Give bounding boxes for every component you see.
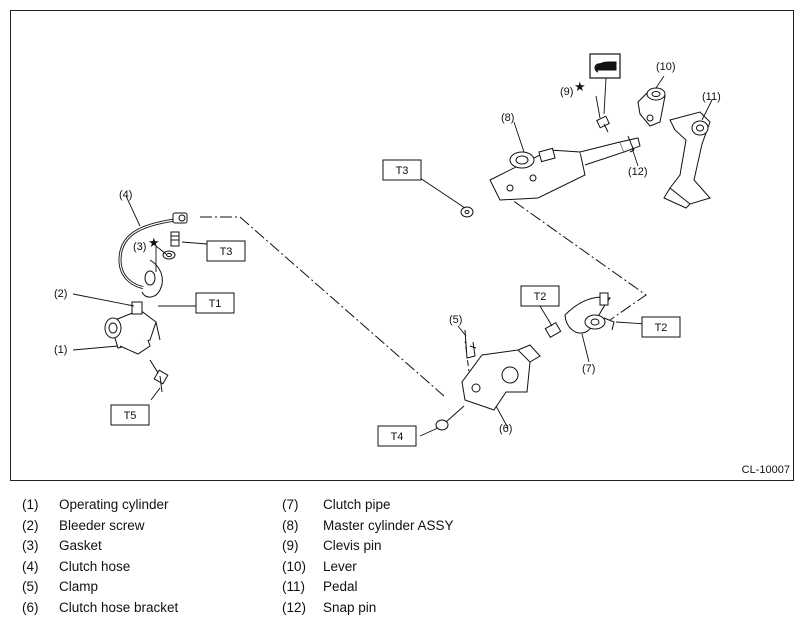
legend-text: Clamp	[59, 579, 99, 595]
legend-number: (6)	[22, 599, 39, 615]
legend-text: Clutch hose bracket	[59, 599, 179, 615]
legend-number: (8)	[282, 517, 299, 533]
hose-routing-line	[200, 216, 445, 397]
clutch-pipe-part	[544, 292, 615, 339]
hose-fitting-part	[141, 259, 163, 298]
callout-3: (3)	[133, 241, 146, 253]
bracket-bolt-part	[435, 405, 465, 431]
leader-lines	[72, 75, 713, 429]
operating-cylinder-part	[104, 301, 161, 355]
callout-10: (10)	[656, 61, 676, 73]
legend-number: (4)	[22, 558, 39, 574]
clevis-pin-part	[596, 115, 610, 133]
star-marker-gasket: ★	[148, 235, 160, 250]
torque-box-t4	[377, 425, 417, 447]
torque-label-t4: T4	[391, 431, 404, 443]
legend-text: Operating cylinder	[59, 497, 169, 512]
torque-box-t3-lower	[206, 240, 246, 262]
torque-label-t5: T5	[124, 410, 137, 422]
exploded-parts-diagram: T3 T3 T1 T5 T4 T2 T2 (4) (3) (2) (1) (5)…	[54, 53, 721, 447]
clutch-hose-bracket-part	[461, 344, 541, 411]
torque-box-t5	[110, 404, 150, 426]
legend-number: (2)	[22, 517, 39, 533]
master-cylinder-part	[489, 137, 641, 201]
callout-1: (1)	[54, 344, 67, 356]
snap-pin-part	[627, 135, 635, 153]
legend-number: (11)	[282, 579, 306, 595]
torque-label-t1: T1	[209, 298, 222, 310]
legend-text: Bleeder screw	[59, 517, 145, 533]
callout-2: (2)	[54, 288, 67, 300]
callout-4: (4)	[119, 189, 132, 201]
legend-text: Lever	[323, 558, 357, 574]
legend-text: Clutch hose	[59, 558, 131, 574]
torque-label-t2-left: T2	[534, 291, 547, 303]
diagram-frame	[10, 10, 794, 481]
legend-text: Clutch pipe	[323, 497, 391, 512]
callout-5: (5)	[449, 314, 462, 326]
callout-8: (8)	[501, 112, 514, 124]
torque-box-t1	[195, 292, 235, 314]
legend-text: Snap pin	[323, 599, 377, 615]
callout-12: (12)	[628, 166, 648, 178]
legend-number: (12)	[282, 599, 307, 615]
cylinder-bolt-part	[149, 359, 169, 393]
lever-part	[637, 87, 666, 127]
master-cylinder-nut-part	[460, 206, 474, 218]
torque-box-t3-upper	[382, 159, 422, 181]
legend-number: (3)	[22, 538, 39, 554]
legend-number: (9)	[282, 538, 299, 554]
callout-11: (11)	[702, 91, 721, 103]
callout-9: (9)	[560, 86, 573, 98]
legend-number: (1)	[22, 497, 39, 512]
legend-text: Master cylinder ASSY	[323, 517, 454, 533]
clamp-part	[464, 329, 477, 359]
torque-label-t2-right: T2	[655, 322, 668, 334]
figure-id: CL-10007	[741, 464, 790, 476]
grease-symbol	[589, 53, 621, 79]
legend-number: (5)	[22, 579, 39, 595]
torque-label-t3-upper: T3	[396, 165, 409, 177]
legend-text: Gasket	[59, 538, 102, 554]
pedal-part	[663, 111, 711, 209]
legend-number: (10)	[282, 558, 307, 574]
gasket-part	[162, 231, 180, 260]
star-marker-clevis-pin: ★	[574, 79, 586, 94]
torque-label-t3-lower: T3	[220, 246, 233, 258]
torque-leader-lines	[150, 77, 647, 437]
legend-number: (7)	[282, 497, 299, 512]
legend-text: Clevis pin	[323, 538, 382, 554]
callout-7: (7)	[582, 363, 595, 375]
callout-6: (6)	[499, 423, 512, 435]
torque-box-t2-right	[641, 316, 681, 338]
clutch-hose-part	[118, 212, 188, 290]
torque-box-t2-left	[520, 285, 560, 307]
pipe-routing-line	[497, 189, 647, 321]
legend-text: Pedal	[323, 579, 358, 595]
